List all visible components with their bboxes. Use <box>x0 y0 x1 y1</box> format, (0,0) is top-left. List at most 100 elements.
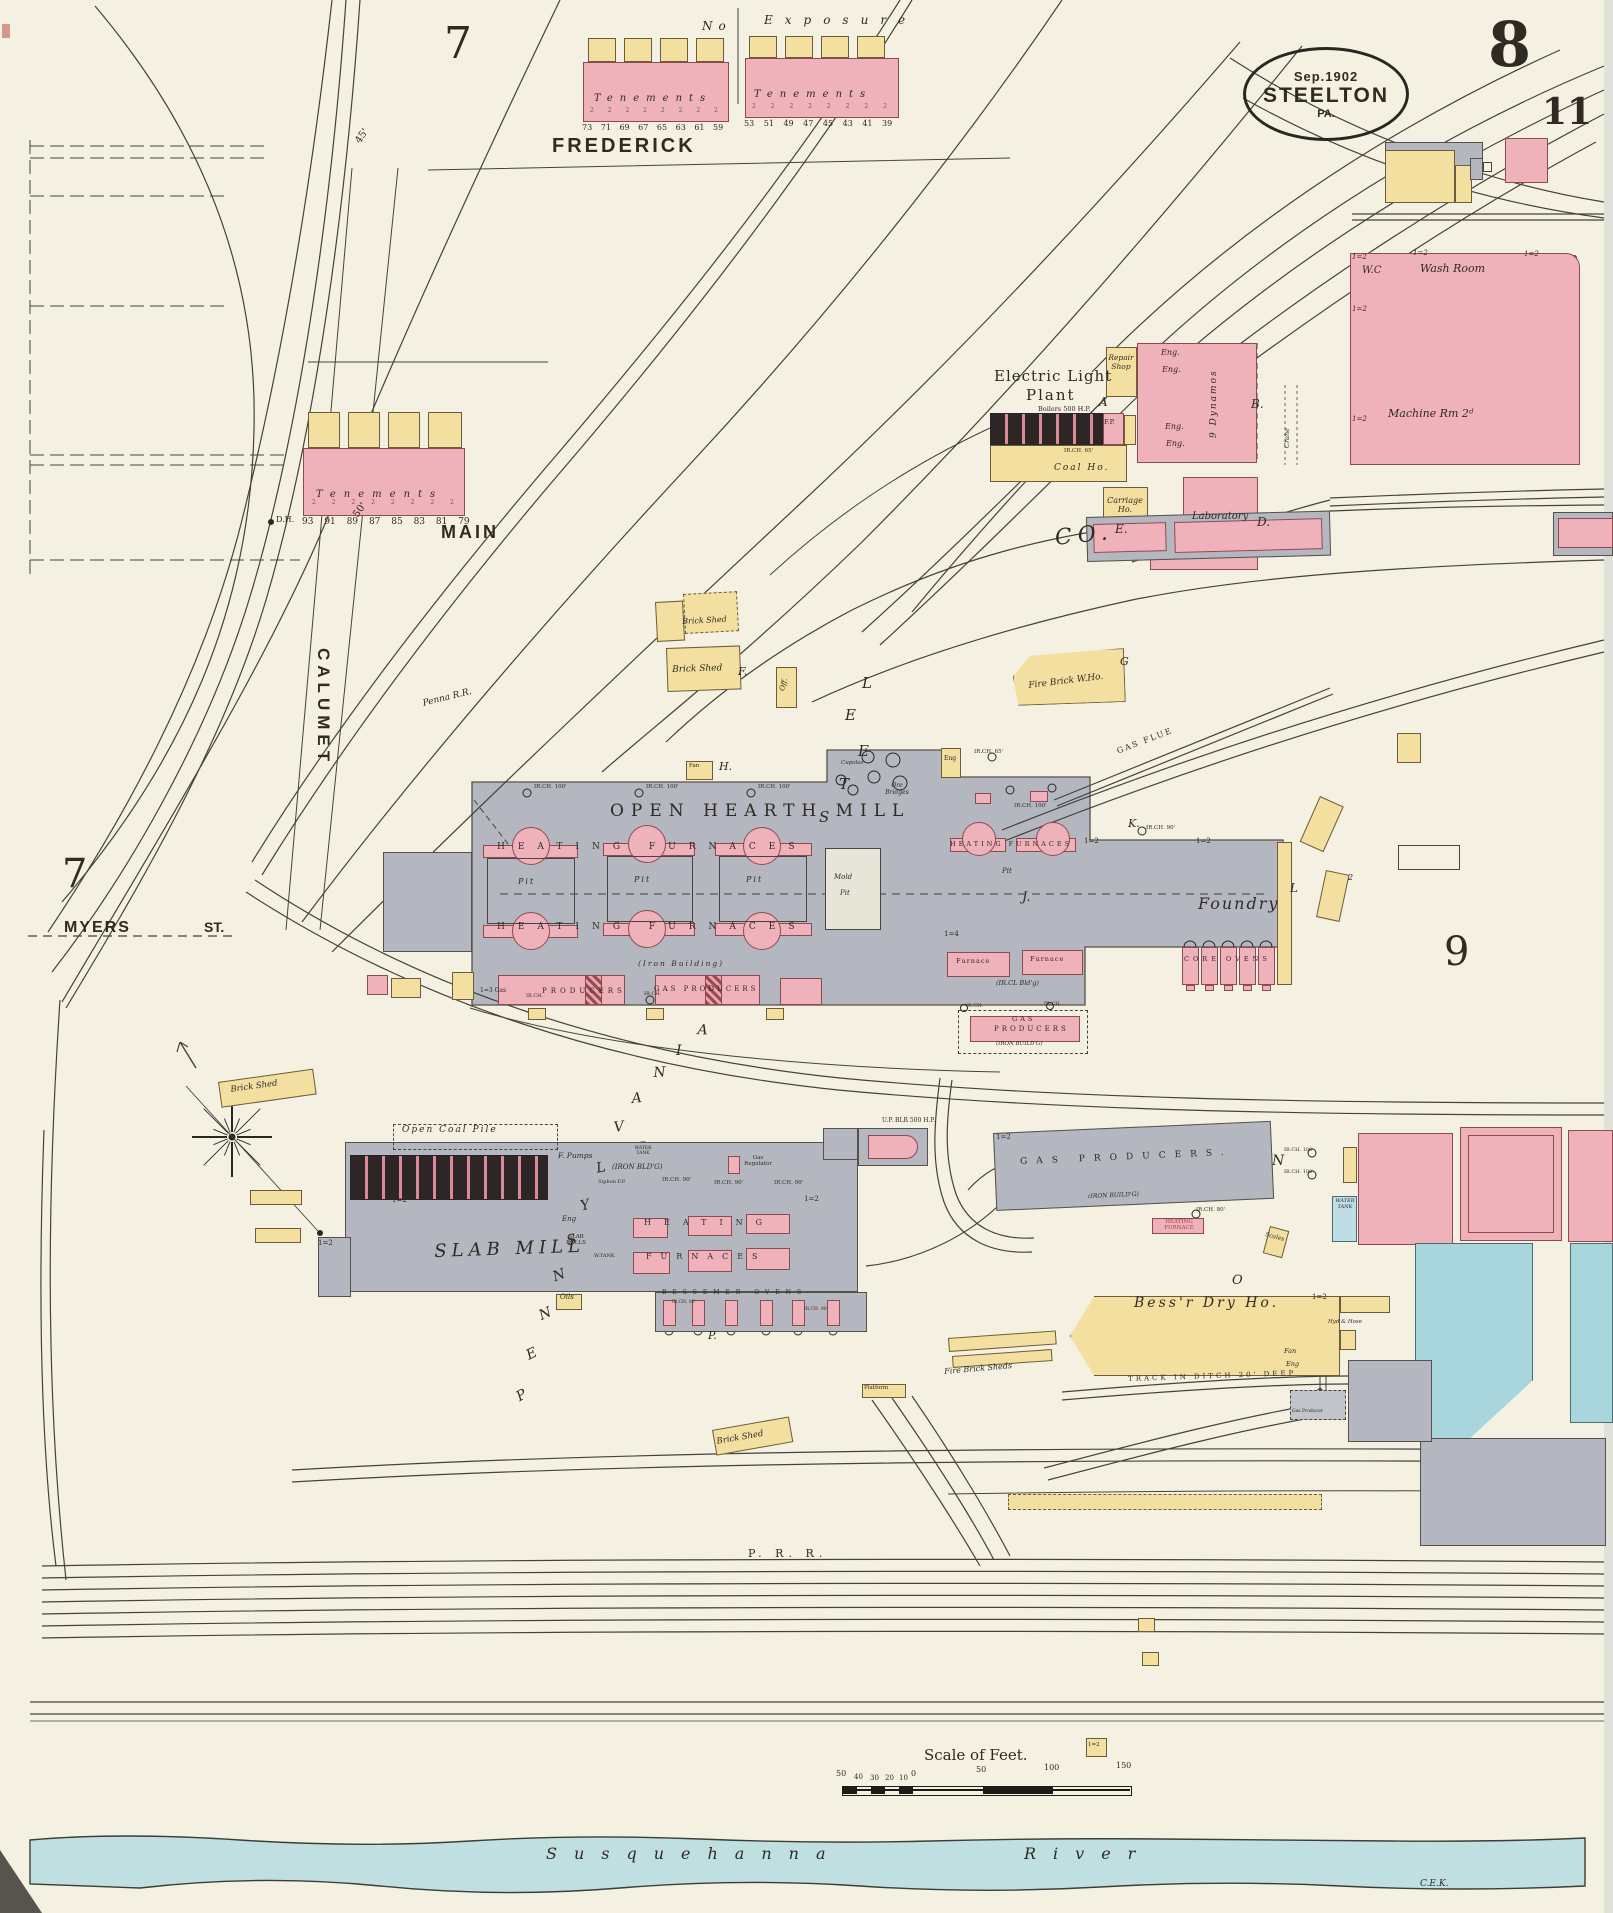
elp-boiler-end <box>1103 413 1124 445</box>
mill-west-wing <box>383 852 472 952</box>
map-circle <box>522 788 532 798</box>
core-oven-cell <box>1239 947 1256 985</box>
mold-pit-label1: Mold <box>834 873 853 881</box>
map-circle <box>746 788 756 798</box>
map-circle <box>892 775 908 791</box>
elp-carriage-label: Carriage Ho. <box>1107 496 1143 515</box>
railroad-line <box>291 1448 1605 1471</box>
company-steel-letter: E <box>845 706 856 724</box>
pn-water-tank: WATER TANK <box>1335 1198 1355 1210</box>
railroad-line <box>301 0 1063 923</box>
topright-pink <box>1505 138 1548 183</box>
scale-tick: 50 <box>836 1769 847 1778</box>
irch-small: IR.CH. <box>1044 1001 1062 1007</box>
pier-building <box>1420 1438 1606 1546</box>
title-oval: Sep.1902 STEELTON PA. <box>1243 47 1409 141</box>
map-circle <box>867 770 881 784</box>
mill-fan-house <box>686 761 713 780</box>
scale-tick: 20 <box>885 1774 894 1782</box>
gas-s-label: GAS <box>1012 1015 1036 1023</box>
foundry-irch65: IR.CH. 65' <box>974 749 1004 755</box>
core-oven-tab <box>1224 985 1233 991</box>
slab-oven <box>827 1300 840 1326</box>
bessemer-name: Bess'r Dry Ho. <box>1134 1295 1280 1311</box>
surveyor-credit: C.E.K. <box>1420 1879 1449 1889</box>
company-pennsylvania-letter: I <box>676 1043 682 1059</box>
slab-furnace <box>746 1248 790 1270</box>
mill-fan: Fan <box>689 763 700 769</box>
platform-shed <box>862 1384 906 1398</box>
wing-shed <box>452 972 474 1000</box>
dh-marker: D.H. <box>276 515 295 524</box>
wing-shed <box>391 978 421 998</box>
company-steel-letter: S <box>819 808 830 826</box>
scale-bar-midline <box>842 1789 1130 1791</box>
railroad-line <box>185 1085 319 1232</box>
warehouse-pink2 <box>1174 518 1323 553</box>
furnace-box <box>1022 950 1083 975</box>
producers-hatch <box>585 975 602 1005</box>
foundry-pit: Pit <box>1002 867 1012 875</box>
railroad-line <box>51 0 347 973</box>
foundry-irch100: IR.CH. 100' <box>1014 803 1047 809</box>
small-shed <box>255 1228 301 1243</box>
street-myers: MYERS <box>64 919 131 936</box>
pump-shed-1-2: 1=2 <box>1088 1742 1100 1748</box>
elp-coal-house <box>990 445 1127 482</box>
map-circle <box>861 750 875 764</box>
ms-1-2: 1=2 <box>1352 415 1367 423</box>
red-edge-mark <box>2 24 10 38</box>
map-circle <box>634 788 644 798</box>
page-right-margin <box>1604 0 1613 1913</box>
heating-furnaces-row1: HEATING FURNACES <box>497 842 808 852</box>
slab-irch90-sm: IR.CH. 90' <box>804 1307 828 1312</box>
core-oven-cell <box>1201 947 1218 985</box>
map-circle <box>268 519 274 525</box>
railroad-line <box>61 5 255 903</box>
map-circle <box>317 1230 323 1236</box>
bess-eng: Eng <box>1286 1360 1300 1368</box>
railroad-line <box>427 157 1011 171</box>
railroad-line <box>245 891 1605 1116</box>
adjacent-sheet-9: 9 <box>1444 929 1470 975</box>
tenements-label-main: Tenements <box>316 489 444 500</box>
pn-irch100: IR.CH. 100' <box>1284 1147 1314 1153</box>
one-three-gas: 1=3 Gas <box>480 987 507 994</box>
tenement-unit <box>588 38 616 62</box>
furnace-bulge <box>743 912 781 950</box>
irch-small: IR.CH. <box>526 993 544 999</box>
oils-label: Oils <box>560 1293 574 1301</box>
cupolas-label: Cupolas <box>841 760 864 766</box>
topright-gray2 <box>1470 158 1483 180</box>
slab-oven <box>663 1300 676 1326</box>
core-oven-cell <box>1258 947 1275 985</box>
street-calumet: CALUMET <box>314 648 333 767</box>
ms-1-2: 1=2 <box>1413 249 1428 257</box>
elp-repair-label: Repair Shop <box>1108 353 1134 371</box>
railroad-line <box>176 1041 189 1053</box>
mold-pit-box <box>825 848 881 930</box>
slab-furnace <box>688 1250 732 1272</box>
adjacent-sheet-7-left: 7 <box>62 851 88 897</box>
furnace-bulge <box>1036 822 1070 856</box>
tenement-unit <box>821 36 849 58</box>
slab-furnace <box>633 1218 668 1238</box>
slab-irch90-sm: IR.CH. 90' <box>672 1300 696 1305</box>
railroad-line <box>40 1129 57 1567</box>
railroad-line <box>934 1077 1033 1253</box>
railroad-line <box>65 0 361 1009</box>
railroad-line <box>41 1570 1605 1579</box>
ms-1-2: 1=2 <box>1352 305 1367 313</box>
railroad-line <box>291 1460 1605 1483</box>
scale-tick: 10 <box>899 1774 908 1782</box>
topright-outline <box>1483 162 1492 172</box>
map-circle <box>847 784 859 796</box>
fp-shed <box>646 1008 664 1020</box>
adjacent-sheet-11: 11 <box>1542 91 1593 133</box>
railroad-line <box>811 559 1605 703</box>
irch-strip <box>1343 1147 1357 1183</box>
bess-1-2: 1=2 <box>1312 1293 1327 1301</box>
ore-box <box>1030 791 1048 802</box>
foundry-name: Foundry <box>1198 894 1280 913</box>
scale-tick: 150 <box>1116 1761 1132 1770</box>
